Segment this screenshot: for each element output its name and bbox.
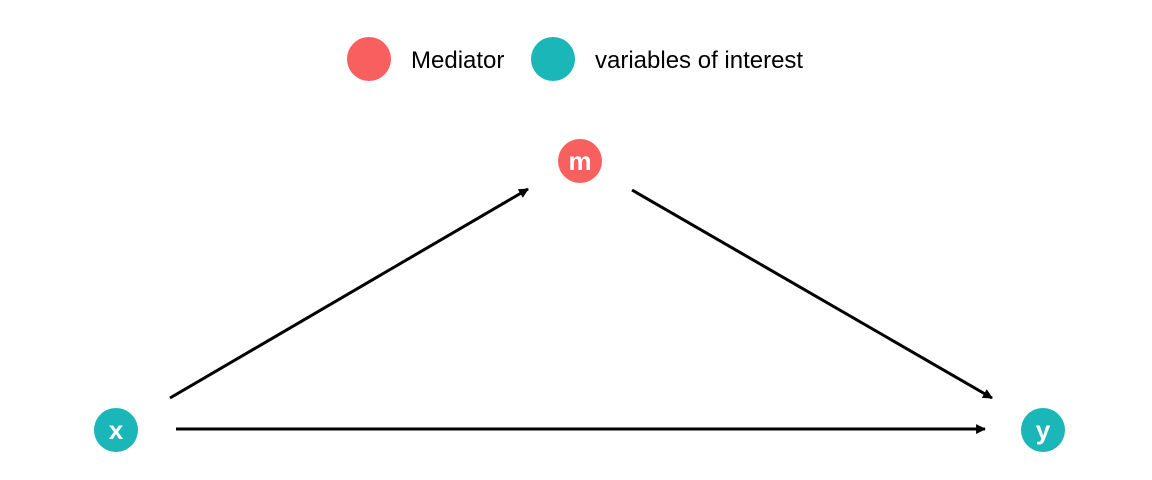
node-y-label: y bbox=[1036, 415, 1051, 445]
legend-item-mediator: Mediator bbox=[347, 37, 504, 81]
edge-m-to-y bbox=[631, 188, 993, 400]
node-x: x bbox=[94, 408, 138, 452]
node-x-circle bbox=[94, 408, 138, 452]
legend: Mediator variables of interest bbox=[347, 37, 803, 81]
node-x-label: x bbox=[109, 415, 124, 445]
node-m-circle bbox=[558, 139, 602, 183]
edges bbox=[169, 187, 993, 434]
legend-swatch-variables-of-interest bbox=[531, 37, 575, 81]
legend-swatch-mediator bbox=[347, 37, 391, 81]
edge-x-to-m bbox=[169, 187, 529, 400]
nodes: x m y bbox=[94, 139, 1065, 452]
legend-label-variables-of-interest: variables of interest bbox=[595, 47, 803, 74]
legend-label-mediator: Mediator bbox=[411, 47, 504, 74]
node-y-circle bbox=[1021, 408, 1065, 452]
node-m: m bbox=[558, 139, 602, 183]
node-y: y bbox=[1021, 408, 1065, 452]
legend-item-variables-of-interest: variables of interest bbox=[531, 37, 803, 81]
node-m-label: m bbox=[568, 146, 591, 176]
